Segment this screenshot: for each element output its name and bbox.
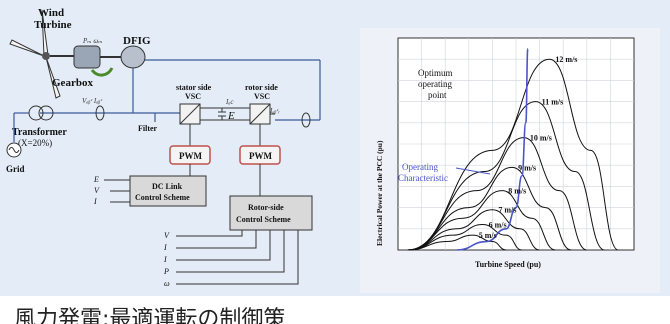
series-label-9-m-s: 9 m/s <box>518 163 536 172</box>
wind-turbine-label: Wind <box>38 7 64 19</box>
rotor-input-i2: I <box>163 255 167 264</box>
stator-vsc-label: stator side <box>176 83 212 92</box>
series-label-6-m-s: 6 m/s <box>489 221 507 230</box>
dc-link-control-label-2: Control Scheme <box>135 193 190 202</box>
gearbox-icon <box>73 45 101 69</box>
dc-link-control-label: DC Link <box>152 182 183 191</box>
series-label-8-m-s: 8 m/s <box>508 187 526 196</box>
dc-current-label: Iₐc <box>225 98 234 106</box>
rotor-control-label: Rotor-side <box>248 203 284 212</box>
rotor-ct-icon <box>301 112 311 128</box>
series-line-9-m-s <box>407 166 572 251</box>
power-flow-icon <box>90 67 114 77</box>
series-label-11-m-s: 11 m/s <box>542 98 564 107</box>
x-axis-label: Turbine Speed (pu) <box>475 260 541 269</box>
transformer-rating-label: (X=20%) <box>18 138 52 148</box>
dc-link-control-block <box>129 175 207 207</box>
rotor-pwm-label: PWM <box>249 151 272 161</box>
rotor-vsc-label-2: VSC <box>254 92 270 101</box>
wind-turbine-label-2: Turbine <box>34 19 72 31</box>
series-labels: 5 m/s6 m/s 7 m/s 8 m/s 9 m/s 10 m/s 11 m/s 12 … <box>479 55 578 240</box>
series-line-5-m-s <box>407 234 507 251</box>
svg-text:Characteristic: Characteristic <box>398 173 448 183</box>
grid-label: Grid <box>6 164 25 174</box>
pm-label: Pₘ ωₘ <box>82 37 103 45</box>
dc-voltage-label: E <box>227 110 235 122</box>
dc-input-v: V <box>94 186 100 195</box>
series-label-5-m-s: 5 m/s <box>479 231 497 240</box>
svg-text:operating: operating <box>418 79 452 89</box>
series-label-10-m-s: 10 m/s <box>530 134 552 143</box>
dfig-schematic: Wind Turbine Gearbox Pₘ ωₘ DFIG Iₐᵦᶜᵣ Vₐ… <box>6 7 321 288</box>
rotor-input-p: P <box>163 267 169 276</box>
series-line-12-m-s <box>407 58 619 251</box>
dc-input-i: I <box>93 197 97 206</box>
rotor-control-label-2: Control Scheme <box>236 215 291 224</box>
stator-ct-icon <box>95 105 105 121</box>
series-line-7-m-s <box>407 209 540 251</box>
series-line-11-m-s <box>407 101 605 251</box>
operating-char-label: Operating <box>402 162 438 172</box>
rotor-input-v: V <box>164 231 170 240</box>
dc-input-e: E <box>93 175 99 184</box>
caption-bar: 風力発電:最適運転の制御策 <box>0 296 670 324</box>
series-line-10-m-s <box>407 137 587 251</box>
svg-text:point: point <box>428 90 447 100</box>
rotor-current-label: Iₐᵦᶜᵣ <box>269 107 280 115</box>
filter-label: Filter <box>138 124 158 133</box>
optimum-label: Optimum <box>418 68 453 78</box>
series-line-8-m-s <box>407 190 556 251</box>
rotor-control-block <box>229 195 313 231</box>
rotor-vsc-label: rotor side <box>245 83 278 92</box>
series-label-12-m-s: 12 m/s <box>555 55 577 64</box>
y-axis-label: Electrical Power at the PCC (pu) <box>375 140 384 246</box>
wind-turbine-icon <box>9 9 61 99</box>
slide-caption: 風力発電:最適運転の制御策 <box>14 307 286 324</box>
stator-vi-label: Vₐᵦᶜ Iₐᵦᶜ <box>82 97 103 105</box>
stator-vsc-label-2: VSC <box>185 92 201 101</box>
gearbox-label: Gearbox <box>52 77 93 89</box>
power-curve-chart: 5 m/s6 m/s 7 m/s 8 m/s 9 m/s 10 m/s 11 m/s 12 … <box>360 28 660 293</box>
dfig-machine-icon <box>120 45 146 69</box>
rotor-input-w: ω <box>164 279 170 288</box>
stator-pwm-label: PWM <box>179 151 202 161</box>
rotor-input-i1: I <box>163 243 167 252</box>
series-label-7-m-s: 7 m/s <box>498 206 516 215</box>
operating-characteristic-line <box>456 47 529 251</box>
series-line-6-m-s <box>407 224 522 251</box>
dfig-label: DFIG <box>123 35 151 47</box>
transformer-label: Transformer <box>12 127 67 138</box>
series-lines <box>407 58 619 251</box>
